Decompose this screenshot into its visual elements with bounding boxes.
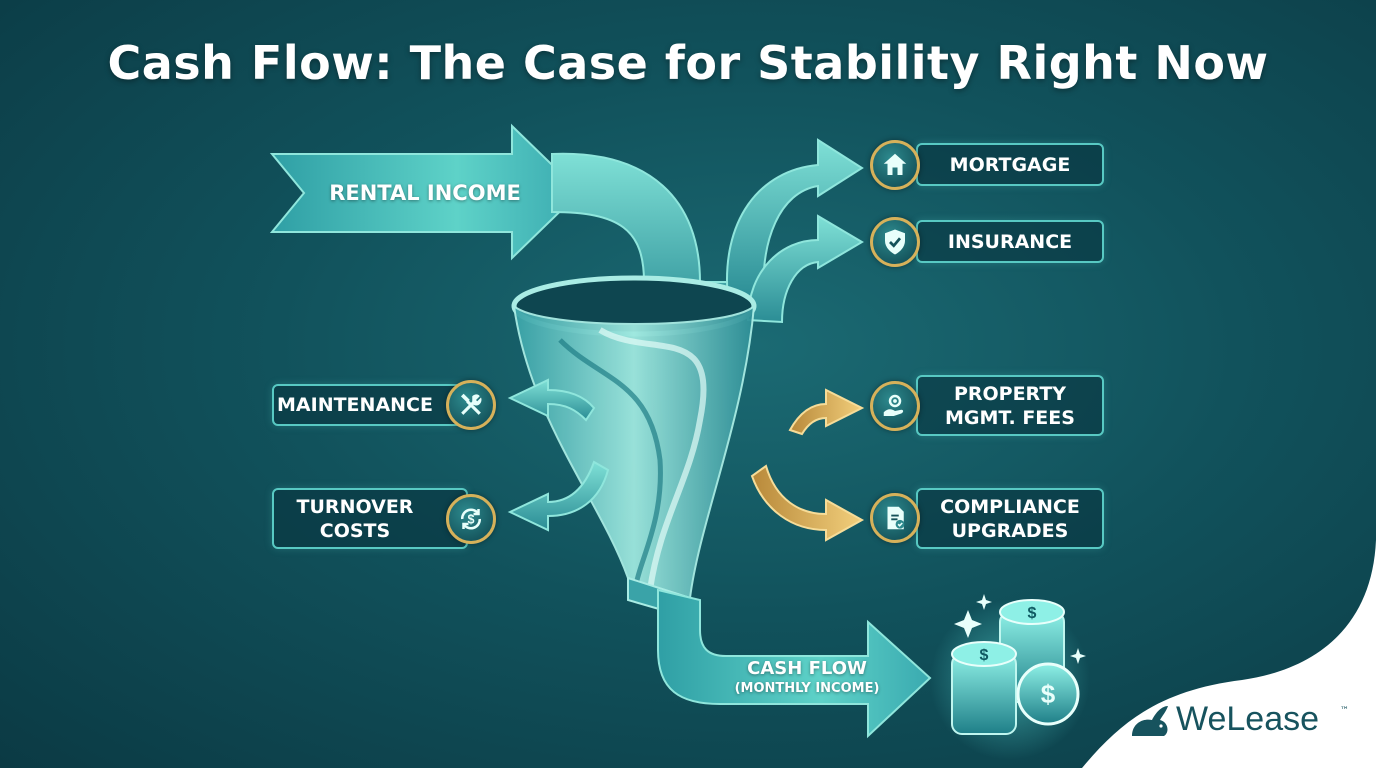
cash-flow-label-line1: CASH FLOW (747, 658, 867, 679)
svg-text:$: $ (1041, 679, 1056, 709)
mortgage-outflow-arrow (726, 138, 864, 301)
page-title: Cash Flow: The Case for Stability Right … (107, 36, 1269, 90)
turnover-outflow-arrow (507, 460, 610, 532)
document-check-icon (870, 493, 920, 543)
wrench-hammer-icon (446, 380, 496, 430)
compliance-label-line2: UPGRADES (951, 519, 1069, 542)
cash-flow-arrow (657, 588, 932, 739)
property-fees-outflow-arrow (788, 388, 865, 436)
maintenance-box: MAINTENANCE (272, 384, 468, 426)
mortgage-label: MORTGAGE (949, 153, 1071, 176)
mortgage-box: MORTGAGE (916, 143, 1104, 186)
property-fees-box: PROPERTY MGMT. FEES (916, 375, 1104, 436)
shield-check-icon (870, 217, 920, 267)
gear-hand-icon (870, 381, 920, 431)
svg-text:$: $ (980, 647, 989, 664)
insurance-box: INSURANCE (916, 220, 1104, 263)
insurance-label: INSURANCE (947, 230, 1073, 253)
coin-stack-icon: $ $ $ (930, 594, 1090, 760)
brand-corner-shape (1082, 540, 1376, 768)
property-fees-label-line2: MGMT. FEES (945, 406, 1075, 429)
house-icon (870, 140, 920, 190)
maintenance-label: MAINTENANCE (277, 394, 433, 416)
brand-trademark: ™ (1340, 706, 1349, 716)
svg-text:$: $ (1028, 605, 1037, 622)
rental-income-label: RENTAL INCOME (329, 181, 521, 205)
funnel (511, 275, 757, 620)
maintenance-outflow-arrow (507, 378, 596, 422)
compliance-outflow-arrow (750, 464, 865, 542)
turnover-label-line1: TURNOVER (296, 495, 414, 518)
insurance-outflow-arrow (746, 214, 864, 324)
turnover-box: TURNOVER COSTS (272, 488, 468, 549)
cash-flow-label-line2: (MONTHLY INCOME) (734, 681, 880, 696)
compliance-label-line1: COMPLIANCE (940, 495, 1080, 518)
turnover-label-line2: COSTS (319, 519, 391, 542)
rabbit-logo-icon (1132, 706, 1168, 736)
cycle-dollar-icon: $ (446, 494, 496, 544)
rental-income-arrow (269, 123, 582, 261)
compliance-box: COMPLIANCE UPGRADES (916, 488, 1104, 549)
svg-text:$: $ (468, 512, 475, 526)
property-fees-label-line1: PROPERTY (953, 382, 1067, 405)
cash-flow-label: CASH FLOW (MONTHLY INCOME) (718, 658, 896, 696)
brand-name: WeLease (1176, 700, 1320, 738)
